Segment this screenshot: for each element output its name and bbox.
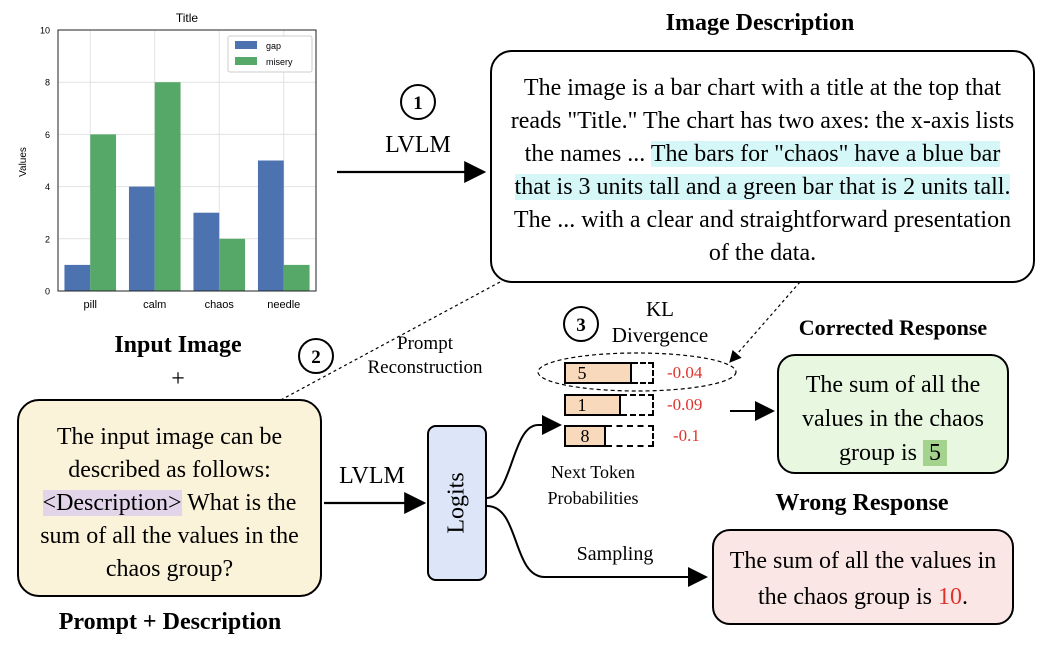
- token-kl: -0.04: [667, 363, 703, 382]
- next-token-line2: Probabilities: [547, 488, 639, 508]
- bar-misery-chaos: [219, 238, 246, 291]
- token-bar-remainder: [632, 362, 654, 384]
- token-bar-remainder: [606, 425, 654, 447]
- logits-label: Logits: [443, 472, 470, 534]
- token-bar: [564, 362, 632, 384]
- prompt-reconstruction-line1: Prompt: [397, 333, 453, 354]
- kl-line1: KL: [646, 297, 674, 321]
- prompt-reconstruction-label: Prompt Reconstruction: [345, 332, 505, 380]
- legend-swatch-misery: [235, 57, 257, 65]
- next-token-line1: Next Token: [551, 462, 635, 482]
- wrong-response-end: .: [961, 584, 968, 610]
- token-value: 5: [577, 363, 587, 383]
- token-bar: [564, 394, 621, 416]
- wrong-response-title: Wrong Response: [775, 490, 949, 516]
- x-tick-label: needle: [267, 299, 300, 311]
- corrected-response-box: The sum of all the values in the chaos g…: [777, 354, 1009, 474]
- corrected-response-text: The sum of all the values in the chaos g…: [802, 372, 984, 466]
- logits-box: Logits: [427, 425, 487, 581]
- chart-legend: gap misery: [227, 35, 313, 73]
- y-tick-label: 4: [45, 182, 50, 192]
- y-tick-label: 2: [45, 234, 50, 244]
- corrected-answer: 5: [923, 440, 947, 466]
- step3-number: 3: [576, 315, 586, 336]
- plus-sign: +: [171, 366, 185, 392]
- description-text-post: The ... with a clear and straightforward…: [513, 207, 1012, 266]
- x-tick-label: pill: [84, 299, 97, 311]
- legend-label-gap: gap: [266, 41, 281, 51]
- prompt-text-post: What is the sum of all the values in the…: [40, 490, 299, 582]
- kl-divergence-label: KL Divergence: [590, 296, 730, 348]
- bar-misery-needle: [283, 264, 310, 291]
- y-tick-label: 0: [45, 287, 50, 297]
- step2-number: 2: [311, 347, 321, 368]
- y-tick-label: 10: [40, 26, 50, 36]
- prompt-box: The input image can be described as foll…: [17, 399, 322, 597]
- selected-token-ellipse: [537, 352, 737, 392]
- chart-ylabel: Values: [18, 147, 29, 177]
- arrow-logits-wrong: [486, 505, 708, 587]
- step1-circle: [400, 84, 436, 120]
- plot-frame: [57, 29, 317, 292]
- arrow-logits-tokens: [486, 415, 562, 499]
- bar-gap-chaos: [193, 212, 220, 291]
- next-token-probabilities-label: Next Token Probabilities: [533, 459, 653, 511]
- bar-gap-needle: [257, 160, 284, 291]
- sampling-label: Sampling: [576, 543, 654, 565]
- prompt-description-label: Prompt + Description: [58, 609, 282, 635]
- image-description-title: Image Description: [665, 10, 855, 36]
- description-text-pre: The image is a bar chart with a title at…: [510, 75, 1015, 167]
- wrong-answer: 10: [937, 584, 962, 610]
- token-value: 1: [577, 395, 587, 415]
- token-bar: [564, 425, 606, 447]
- y-tick-label: 8: [45, 78, 50, 88]
- kl-line2: Divergence: [611, 323, 709, 347]
- step1-number: 1: [413, 93, 423, 114]
- prompt-placeholder: <Description>: [42, 490, 182, 516]
- token-bar-remainder: [621, 394, 654, 416]
- token-kl: -0.09: [667, 395, 703, 414]
- lvlm-mid-label: LVLM: [339, 463, 405, 489]
- bar-gap-calm: [128, 186, 155, 291]
- legend-label-misery: misery: [266, 57, 293, 67]
- lvlm-top-label: LVLM: [385, 132, 451, 158]
- token-value: 8: [580, 426, 590, 446]
- prompt-reconstruction-line2: Reconstruction: [367, 357, 483, 378]
- image-description-box: The image is a bar chart with a title at…: [490, 50, 1035, 283]
- legend-swatch-gap: [235, 41, 257, 49]
- step3-circle: [563, 306, 599, 342]
- wrong-response-box: The sum of all the values in the chaos g…: [712, 529, 1014, 625]
- step2-circle: [298, 338, 334, 374]
- bar-misery-pill: [90, 134, 117, 291]
- corrected-response-title: Corrected Response: [798, 315, 988, 340]
- x-tick-label: chaos: [205, 299, 235, 311]
- chart-title: Title: [176, 11, 199, 25]
- prompt-text-pre: The input image can be described as foll…: [56, 424, 283, 483]
- x-tick-label: calm: [143, 299, 166, 311]
- bar-misery-calm: [154, 82, 181, 291]
- token-kl: -0.1: [673, 426, 700, 445]
- bar-gap-pill: [64, 264, 91, 291]
- input-image-label: Input Image: [114, 332, 242, 358]
- y-tick-label: 6: [45, 130, 50, 140]
- wrong-response-text: The sum of all the values in the chaos g…: [729, 548, 997, 610]
